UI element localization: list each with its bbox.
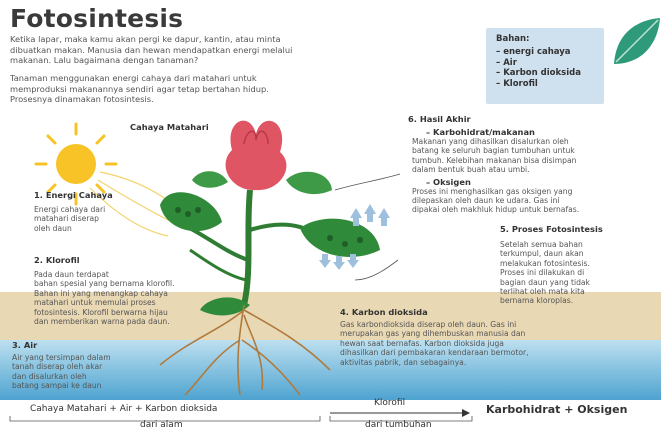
step-4-line: merupakan gas yang dihembuskan manusia d… [340,329,660,338]
step-6-line: tumbuh. Kelebihan makanan bisa disimpan [412,156,660,165]
step-2-line: Pada daun terdapat [34,270,244,279]
equation-left: Cahaya Matahari + Air + Karbon dioksida [30,404,217,414]
step-1-heading: 1. Energi Cahaya [34,190,174,200]
equation-middle-caption: dari tumbuhan [365,420,432,430]
intro1-line: makanan. Lalu bagaimana dengan tanaman? [10,55,480,66]
step-5: 5. Proses Fotosintesis Setelah semua bah… [500,224,655,306]
step-4-line: hewan saat bernafas. Karbon dioksida jug… [340,339,660,348]
step-5-line: terlihat oleh mata kita [500,287,655,296]
page-title: Fotosintesis [10,4,183,33]
intro1-line: dibuatkan makan. Manusia dan hewan menda… [10,45,480,56]
oxygen-arrow-icons [350,204,390,226]
bahan-item: – energi cahaya [496,47,581,58]
step-6-sub2: – Oksigen [426,177,660,187]
intro1-line: Ketika lapar, maka kamu akan pergi ke da… [10,34,480,45]
step-6: 6. Hasil Akhir – Karbohidrat/makanan Mak… [408,114,660,215]
step-3-heading: 3. Air [12,340,177,350]
step-4-line: aktivitas pabrik, dan sebagainya. [340,358,660,367]
step-5-line: bagian daun yang tidak [500,278,655,287]
step-2: 2. Klorofil Pada daun terdapat bahan spe… [34,255,244,326]
step-4-heading: 4. Karbon dioksida [340,307,660,317]
flower-icon [226,121,287,191]
step-1-line: Energi cahaya dari [34,205,174,214]
step-6-line: dalam bentuk buah atau umbi. [412,165,660,174]
intro2-line: Tanaman menggunakan energi cahaya dari m… [10,73,480,84]
step-2-line: dan memberikan warna pada daun. [34,317,244,326]
step-2-line: fotosintesis. Klorofil berwarna hijau [34,308,244,317]
step-6-line: dipakai oleh makhluk hidup untuk bernafa… [412,205,660,214]
step-4-line: Gas karbondioksida diserap oleh daun. Ga… [340,320,660,329]
co2-arrow-icons [319,254,359,270]
step-6-line: Makanan yang dihasilkan disalurkan oleh [412,137,660,146]
step-3: 3. Air Air yang tersimpan dalam tanah di… [12,340,177,391]
intro2-line: Prosesnya dinamakan fotosintesis. [10,94,480,105]
step-6-sub1-label: Karbohidrat/makanan [433,127,535,137]
sun-label-heading: Cahaya Matahari [130,122,209,132]
step-4-line: dihasilkan dari pembakaran kendaraan ber… [340,348,660,357]
bahan-item: – Air [496,58,581,69]
step-5-heading: 5. Proses Fotosintesis [500,224,655,234]
step-2-line: bahan spesial yang bernama klorofil. [34,279,244,288]
step-5-line: terkumpul, daun akan [500,249,655,258]
step-2-line: Bahan ini yang menangkap cahaya [34,289,244,298]
step-1-line: matahari diserap [34,214,174,223]
step-5-line: melakukan fotosintesis. [500,259,655,268]
step-6-line: dilepaskan oleh daun ke udara. Gas ini [412,196,660,205]
step-6-heading: 6. Hasil Akhir [408,114,660,124]
step-6-line: batang ke seluruh bagian tumbuhan untuk [412,146,660,155]
step-3-line: batang sampai ke daun [12,381,177,390]
step-5-line: bernama kloroplas. [500,296,655,305]
equation-left-caption: dari alam [140,420,183,430]
step-6-sub1: – Karbohidrat/makanan [426,127,660,137]
step-3-line: Air yang tersimpan dalam [12,353,177,362]
bahan-item: – Karbon dioksida [496,68,581,79]
step-5-line: Setelah semua bahan [500,240,655,249]
bahan-heading: Bahan: [496,34,529,44]
bahan-item: – Klorofil [496,79,581,90]
step-5-line: Proses ini dilakukan di [500,268,655,277]
equation-middle: Klorofil [374,398,405,408]
step-6-line: Proses ini menghasilkan gas oksigen yang [412,187,660,196]
bahan-list: – energi cahaya – Air – Karbon dioksida … [496,47,581,89]
intro-paragraph-1: Ketika lapar, maka kamu akan pergi ke da… [10,34,480,66]
decorative-leaf-icon [606,14,661,70]
intro-paragraph-2: Tanaman menggunakan energi cahaya dari m… [10,73,480,105]
step-1-line: oleh daun [34,224,174,233]
step-2-heading: 2. Klorofil [34,255,244,265]
step-6-sub2-label: Oksigen [433,177,471,187]
step-2-line: matahari untuk memulai proses [34,298,244,307]
step-3-line: tanah diserap oleh akar [12,362,177,371]
step-3-line: dan disalurkan oleh [12,372,177,381]
bahan-box: Bahan: – energi cahaya – Air – Karbon di… [486,28,604,104]
step-1: 1. Energi Cahaya Energi cahaya dari mata… [34,190,174,233]
step-4: 4. Karbon dioksida Gas karbondioksida di… [340,307,660,367]
intro2-line: memproduksi makanannya sendiri agar teta… [10,84,480,95]
equation-right: Karbohidrat + Oksigen [486,403,627,416]
